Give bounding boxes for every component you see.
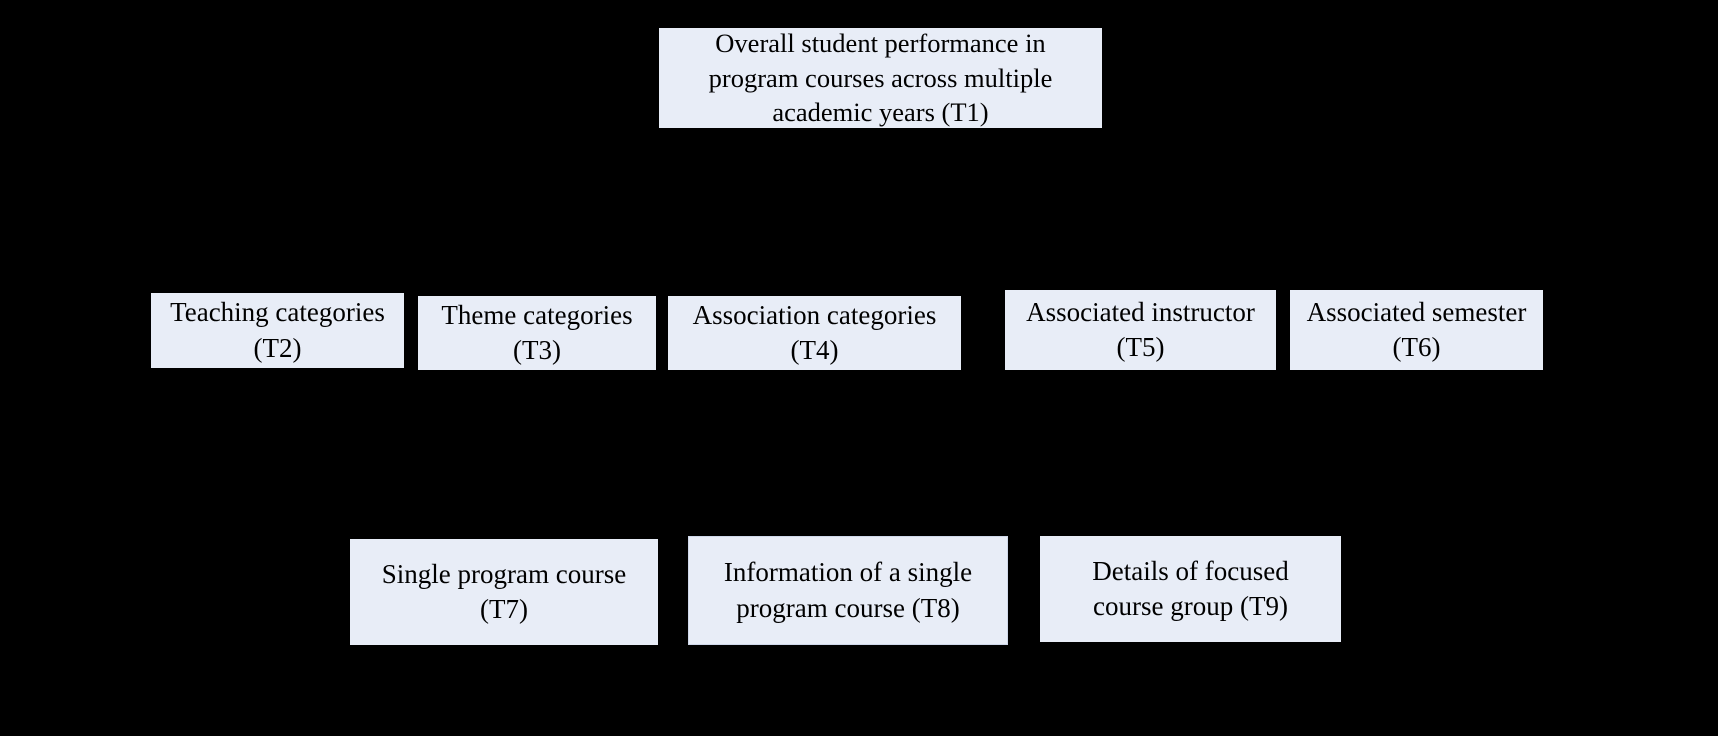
diagram-node-t7[interactable]: Single program course (T7) [350,539,658,645]
diagram-node-t3[interactable]: Theme categories (T3) [418,296,656,370]
diagram-node-t5[interactable]: Associated instructor (T5) [1005,290,1276,370]
diagram-node-t9[interactable]: Details of focused course group (T9) [1040,536,1341,642]
diagram-node-t2[interactable]: Teaching categories (T2) [148,290,408,372]
diagram-node-t1[interactable]: Overall student performance in program c… [659,28,1102,128]
diagram-node-t8[interactable]: Information of a single program course (… [688,536,1008,645]
diagram-node-t6[interactable]: Associated semester (T6) [1290,290,1543,370]
diagram-node-t4[interactable]: Association categories (T4) [668,296,961,370]
